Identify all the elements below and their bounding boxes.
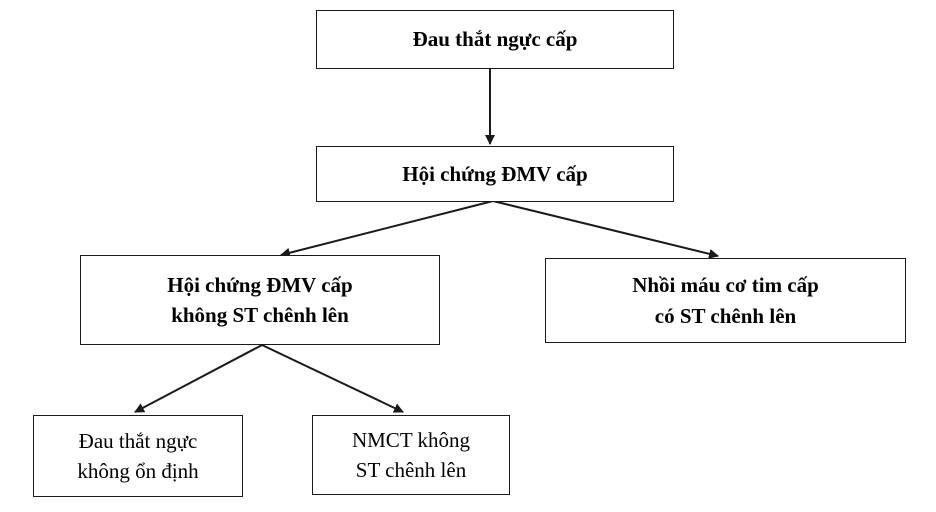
node-label-line: Hội chứng ĐMV cấp	[402, 161, 588, 186]
node-acute-coronary-syndrome: Hội chứng ĐMV cấp	[316, 146, 674, 202]
node-label-line: NMCT không	[351, 427, 471, 452]
node-nstemi: NMCT không ST chênh lên	[312, 415, 510, 495]
arrow-nste-acs-to-nstemi	[261, 344, 404, 413]
arrow-acs-to-stemi	[492, 200, 719, 259]
node-label-line: Đau thắt ngực	[78, 428, 198, 453]
node-label-line: Nhồi máu cơ tim cấp	[632, 273, 819, 298]
node-stemi: Nhồi máu cơ tim cấp có ST chênh lên	[545, 258, 906, 343]
node-label-line: Đau thắt ngực cấp	[412, 27, 578, 52]
node-unstable-angina: Đau thắt ngực không ổn định	[33, 415, 243, 497]
arrow-acs-to-nste-acs	[280, 200, 494, 258]
node-label-line: có ST chênh lên	[654, 303, 797, 328]
node-label-line: Hội chứng ĐMV cấp	[167, 272, 353, 297]
node-nste-acs: Hội chứng ĐMV cấp không ST chênh lên	[80, 255, 440, 345]
node-label-line: ST chênh lên	[355, 458, 467, 482]
node-acute-chest-pain: Đau thắt ngực cấp	[316, 10, 674, 69]
node-label-line: không ổn định	[77, 459, 199, 483]
arrow-nste-acs-to-unstable-angina	[134, 344, 263, 413]
node-label-line: không ST chênh lên	[171, 303, 349, 327]
